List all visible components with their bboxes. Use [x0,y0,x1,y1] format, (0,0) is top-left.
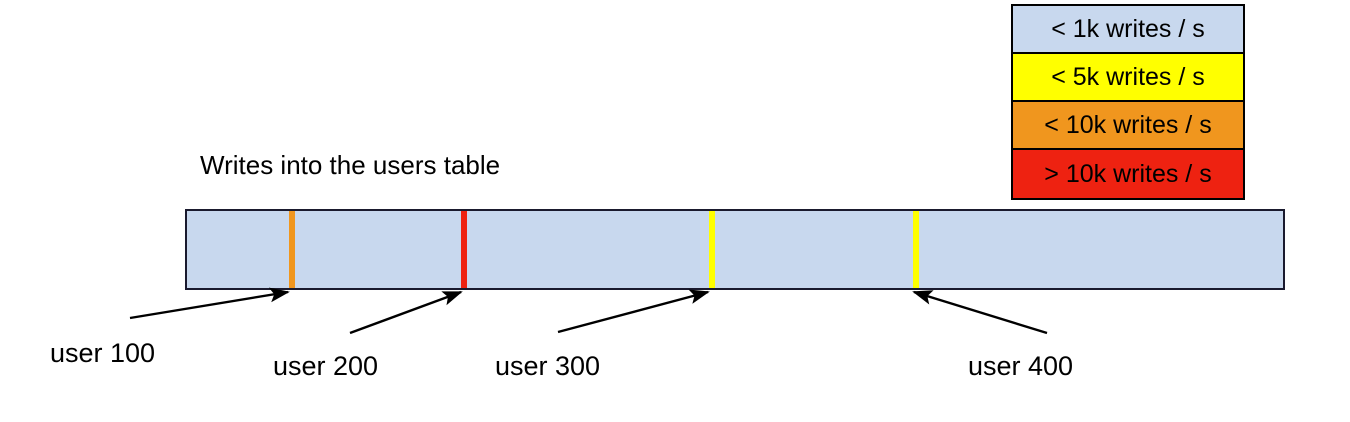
stripe-user-300 [709,211,715,288]
user-label-3: user 300 [495,351,601,381]
legend-row-4: > 10k writes / s [1013,150,1243,198]
user-label-2: user 200 [273,351,379,381]
callout-arrow-user-200 [349,290,463,335]
stripe-user-100 [289,211,295,288]
stripe-user-400 [913,211,919,288]
legend-label: > 10k writes / s [1044,159,1212,188]
page-title: Writes into the users table [200,150,501,180]
legend-row-1: < 1k writes / s [1013,6,1243,54]
stripe-user-200 [461,211,467,288]
legend-row-2: < 5k writes / s [1013,54,1243,102]
user-label-1: user 100 [50,338,156,368]
callout-arrow-user-400 [912,290,1048,335]
legend-label: < 10k writes / s [1044,110,1212,139]
legend-label: < 5k writes / s [1051,62,1205,91]
user-label-4: user 400 [968,351,1074,381]
legend-label: < 1k writes / s [1051,14,1205,43]
write-rate-legend: < 1k writes / s < 5k writes / s < 10k writ… [1011,4,1245,200]
callout-arrow-user-100 [129,287,290,320]
users-table-keyspace-bar [185,209,1285,290]
callout-arrow-user-300 [557,289,710,334]
legend-row-3: < 10k writes / s [1013,102,1243,150]
